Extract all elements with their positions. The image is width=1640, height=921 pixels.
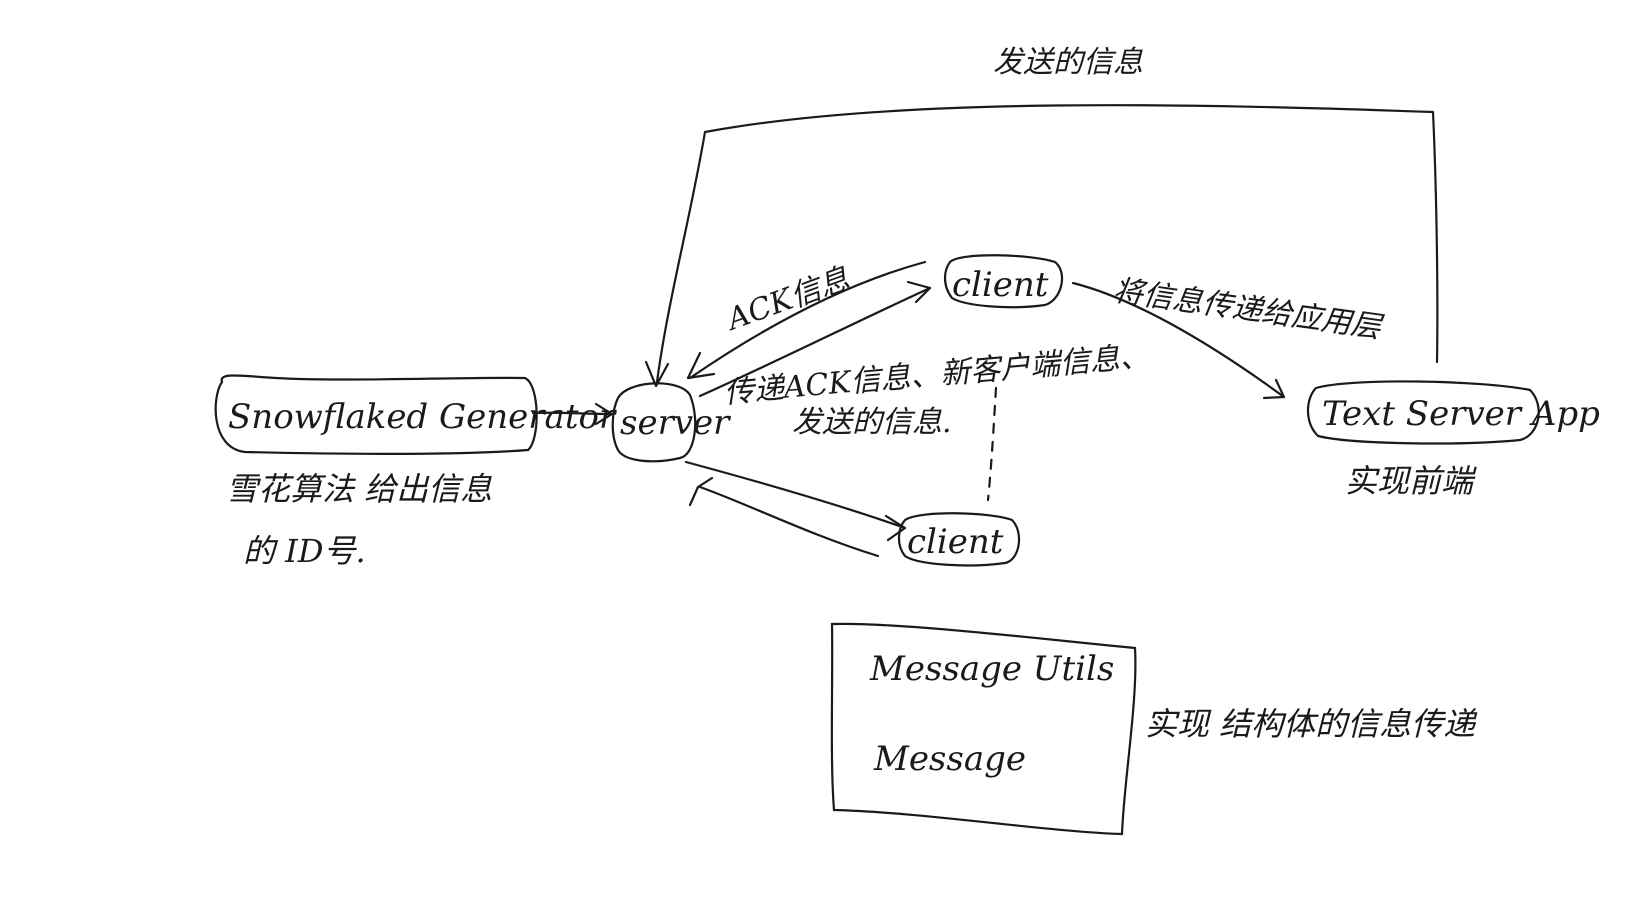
client-to-app-arrowhead <box>1262 378 1286 400</box>
message-utils-line2: Message <box>873 739 1026 779</box>
client-bottom-node: client <box>897 512 1021 567</box>
relay-label-line2: 发送的信息. <box>792 405 952 440</box>
message-utils-box: Message Utils Message <box>830 622 1137 836</box>
frontend-note: 实现前端 <box>1345 462 1477 500</box>
client-bottom-border <box>897 512 1021 567</box>
struct-transfer-note: 实现 结构体的信息传递 <box>1145 705 1478 743</box>
generator-to-server-arrowhead <box>594 402 614 426</box>
client-top-node: client <box>943 254 1064 309</box>
text-server-app-border <box>1306 380 1540 445</box>
server-label: server <box>620 403 731 443</box>
server-to-client-top-arrow <box>698 286 932 398</box>
snowflake-generator-node: Snowflaked Generator <box>214 374 617 456</box>
top-loop-label: 发送的信息 <box>993 45 1143 80</box>
feedback-loop-arrowhead <box>644 360 670 388</box>
ack-arrow <box>688 260 927 380</box>
snowflake-generator-border <box>214 374 538 456</box>
snowflake-note-line1: 雪花算法 给出信息 <box>226 470 492 508</box>
client-to-app-arrow <box>1071 281 1286 399</box>
ack-arrowhead <box>686 351 716 380</box>
to-app-label: 将信息传递给应用层 <box>1111 273 1386 346</box>
server-to-client-top-arrowhead <box>906 280 932 304</box>
text-server-app-label: Text Server App <box>1322 394 1600 434</box>
client-bottom-to-server-arrowhead <box>688 476 714 507</box>
generator-to-server-arrow <box>531 411 614 416</box>
client-top-label: client <box>952 265 1049 305</box>
server-node: server <box>611 382 731 463</box>
feedback-loop-line <box>655 104 1439 384</box>
dashed-separator <box>986 386 998 502</box>
client-bottom-label: client <box>907 522 1004 562</box>
text-server-app-node: Text Server App <box>1306 380 1600 445</box>
relay-label-line1: 传递ACK信息、新客户端信息、 <box>723 339 1151 411</box>
server-border <box>611 382 697 463</box>
server-to-client-bottom-arrow <box>684 460 907 530</box>
message-utils-border <box>830 622 1137 836</box>
ack-label: ACK信息 <box>720 261 854 338</box>
client-top-border <box>943 254 1064 309</box>
snowflake-note-line2: 的 ID号. <box>243 532 366 570</box>
snowflake-generator-label: Snowflaked Generator <box>228 397 617 437</box>
message-utils-line1: Message Utils <box>869 649 1114 689</box>
server-to-client-bottom-arrowhead <box>884 514 907 542</box>
client-bottom-to-server-arrow <box>698 485 880 558</box>
